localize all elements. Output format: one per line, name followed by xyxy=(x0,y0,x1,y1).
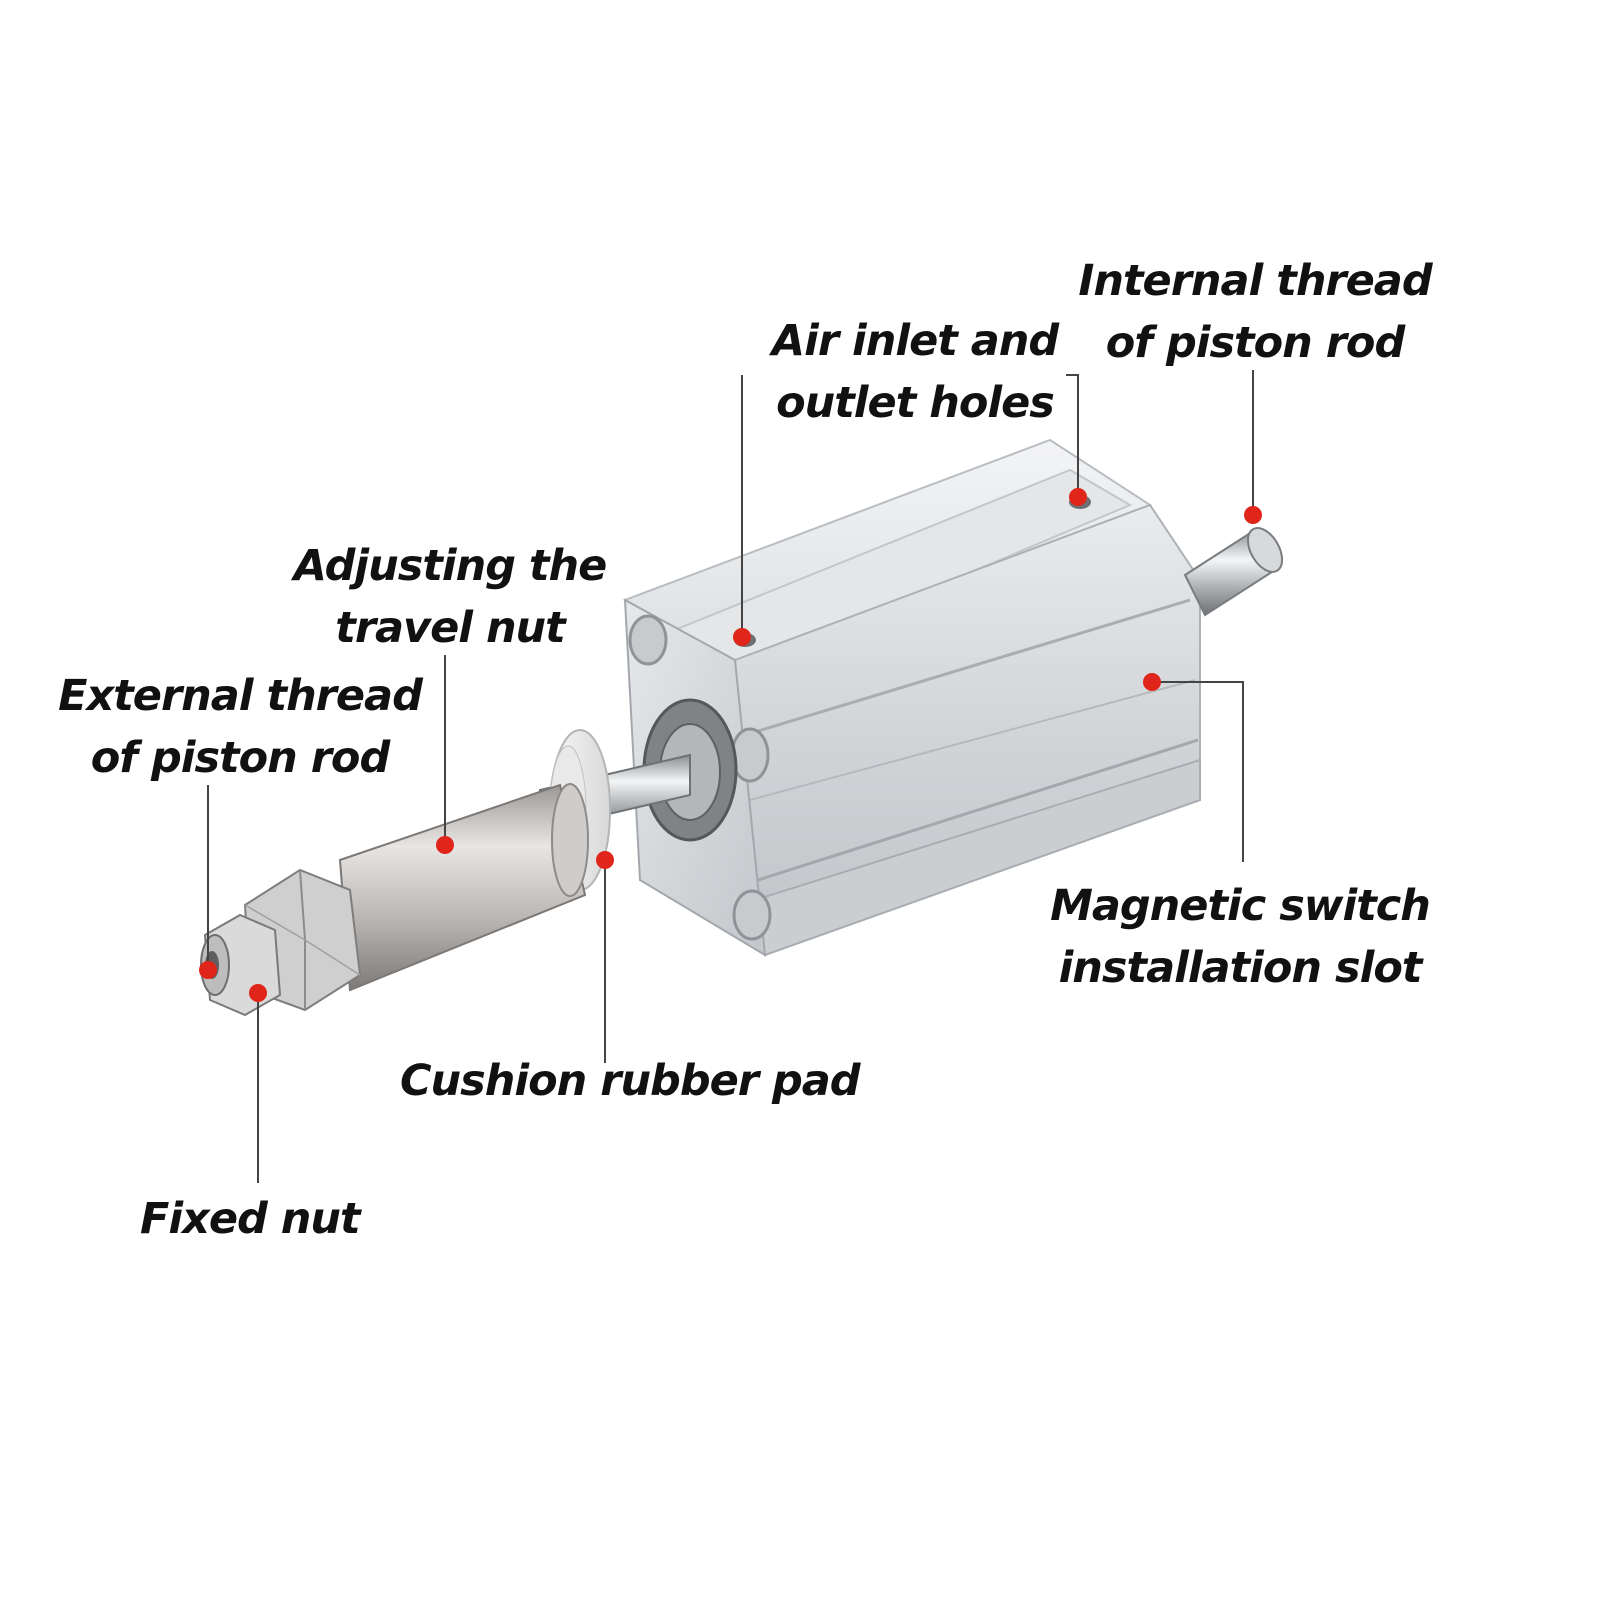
mounting-hole-top xyxy=(628,614,668,666)
body-groove-middle xyxy=(749,679,1196,801)
leader-magnetic-slot xyxy=(1152,681,1244,862)
marker-cushion-pad xyxy=(596,851,614,869)
marker-adjusting-nut xyxy=(436,836,454,854)
leader-lines xyxy=(207,370,1254,1183)
markers xyxy=(199,488,1262,1002)
label-air-holes: Air inlet and outlet holes xyxy=(771,316,1059,428)
cylinder-body xyxy=(622,438,1201,957)
travel-nut-sleeve xyxy=(338,783,589,992)
label-fixed-nut: Fixed nut xyxy=(140,1194,361,1244)
marker-air-front xyxy=(733,628,751,646)
marker-external-thread xyxy=(199,961,217,979)
body-groove-upper xyxy=(744,598,1191,737)
marker-fixed-nut xyxy=(249,984,267,1002)
label-adjusting-nut: Adjusting the travel nut xyxy=(293,541,608,653)
label-internal-thread: Internal thread of piston rod xyxy=(1078,256,1432,368)
mounting-hole-bottom xyxy=(732,889,772,941)
label-magnetic-slot: Magnetic switch installation slot xyxy=(1050,881,1431,993)
marker-air-rear xyxy=(1069,488,1087,506)
label-external-thread: External thread of piston rod xyxy=(58,671,423,783)
leader-air-rear xyxy=(1066,374,1079,497)
rear-piston-rod xyxy=(1183,527,1284,617)
marker-internal-thread xyxy=(1244,506,1262,524)
marker-magnetic-slot xyxy=(1143,673,1161,691)
label-cushion-pad: Cushion rubber pad xyxy=(400,1056,861,1106)
body-groove-lower xyxy=(757,738,1199,882)
